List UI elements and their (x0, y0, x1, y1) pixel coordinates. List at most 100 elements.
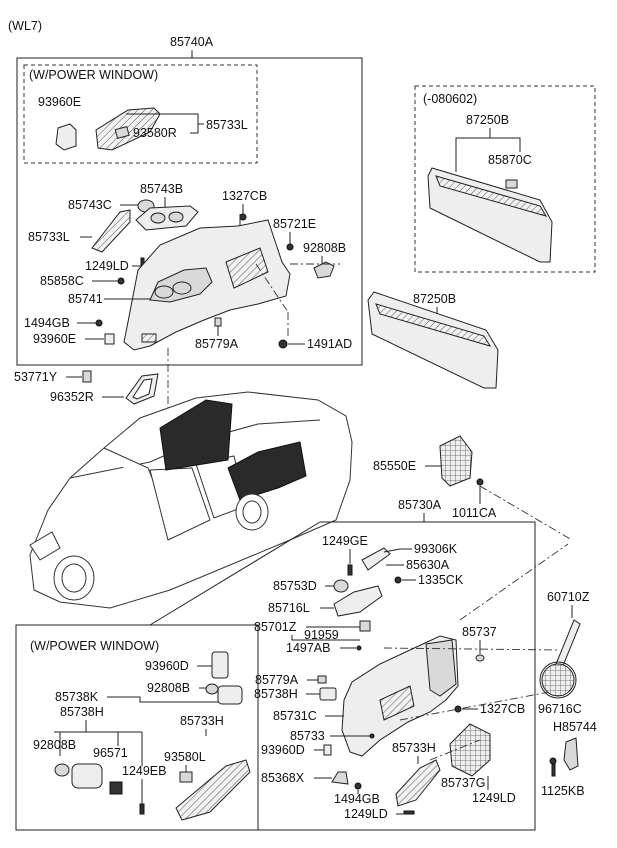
label-92808B-upper[interactable]: 92808B (303, 241, 346, 255)
label-85731C[interactable]: 85731C (273, 709, 317, 723)
label-96352R[interactable]: 96352R (50, 390, 94, 404)
label-1249LD-lower[interactable]: 1249LD (344, 807, 388, 821)
label-1494GB-upper[interactable]: 1494GB (24, 316, 70, 330)
label-85737G[interactable]: 85737G (441, 776, 485, 790)
label-85733L[interactable]: 85733L (28, 230, 70, 244)
label-1491AD[interactable]: 1491AD (307, 337, 352, 351)
part-1497AB-clip (356, 645, 362, 651)
part-85737G-speaker-cover (449, 723, 491, 777)
label-93580R[interactable]: 93580R (133, 126, 177, 140)
label-H85744[interactable]: H85744 (553, 720, 597, 734)
label-85741[interactable]: 85741 (68, 292, 103, 306)
label-85738H-pw[interactable]: 85738H (60, 705, 104, 719)
label-85730A[interactable]: 85730A (398, 498, 442, 512)
label-1497AB[interactable]: 1497AB (286, 641, 330, 655)
label-53771Y[interactable]: 53771Y (14, 370, 58, 384)
date-box-title: (-080602) (423, 92, 477, 106)
upper-power-window-box (23, 64, 258, 164)
part-1491AD-nut (278, 339, 288, 349)
label-85753D[interactable]: 85753D (273, 579, 317, 593)
label-1249LD-upper[interactable]: 1249LD (85, 259, 129, 273)
label-85779A-lower[interactable]: 85779A (255, 673, 299, 687)
label-85740A[interactable]: 85740A (170, 35, 214, 49)
part-1494GB-fastener (95, 319, 103, 327)
label-99306K[interactable]: 99306K (414, 542, 458, 556)
part-85738K-lamp (217, 685, 243, 705)
part-1335CK-screw (394, 576, 402, 584)
label-1011CA[interactable]: 1011CA (452, 506, 497, 520)
label-1249EB[interactable]: 1249EB (122, 764, 166, 778)
part-85753D-cup (333, 579, 349, 593)
label-87250B-date[interactable]: 87250B (466, 113, 509, 127)
part-1011CA-bolt (476, 478, 484, 486)
part-1249GE-bolt (347, 564, 353, 576)
part-H85744-bracket (563, 737, 579, 771)
label-85716L[interactable]: 85716L (268, 601, 310, 615)
label-85733[interactable]: 85733 (290, 729, 325, 743)
part-85550E-grille (439, 435, 473, 487)
label-85870C[interactable]: 85870C (488, 153, 532, 167)
upper-assembly-frame (16, 57, 363, 366)
part-53771Y-clip (82, 370, 92, 383)
label-85858C[interactable]: 85858C (40, 274, 84, 288)
label-85630A[interactable]: 85630A (406, 558, 450, 572)
part-99306K-handle (361, 547, 391, 571)
label-60710Z[interactable]: 60710Z (547, 590, 590, 604)
label-85779A-upper[interactable]: 85779A (195, 337, 239, 351)
part-85733H-pw-panel (175, 759, 251, 821)
label-91959[interactable]: 91959 (304, 628, 339, 642)
part-85743B-cover (135, 205, 199, 231)
label-1494GB-lower[interactable]: 1494GB (334, 792, 380, 806)
label-85743C[interactable]: 85743C (68, 198, 112, 212)
label-85550E[interactable]: 85550E (373, 459, 416, 473)
lower-power-window-box (15, 624, 259, 831)
part-1249EB-screw (139, 803, 145, 815)
label-1327CB-upper[interactable]: 1327CB (222, 189, 267, 203)
part-1494GB-lower (354, 782, 362, 790)
label-85738K[interactable]: 85738K (55, 690, 99, 704)
label-85721E[interactable]: 85721E (273, 217, 316, 231)
part-92808B-pw2-hook (54, 763, 70, 777)
model-code: (WL7) (8, 19, 42, 33)
part-85779A-lower-clip (317, 675, 327, 684)
label-1125KB[interactable]: 1125KB (541, 784, 585, 798)
label-85733H-pw[interactable]: 85733H (180, 714, 224, 728)
label-85738H-lower[interactable]: 85738H (254, 687, 298, 701)
label-1327CB-lower[interactable]: 1327CB (480, 702, 525, 716)
part-96716C-speaker (541, 663, 575, 697)
label-85701Z[interactable]: 85701Z (254, 620, 297, 634)
part-85858C-clip (117, 277, 125, 285)
label-87250B[interactable]: 87250B (413, 292, 456, 306)
label-93960D-pw[interactable]: 93960D (145, 659, 189, 673)
label-1335CK[interactable]: 1335CK (418, 573, 464, 587)
part-85733H-trim (395, 759, 441, 807)
label-85733H-lower[interactable]: 85733H (392, 741, 436, 755)
label-96571[interactable]: 96571 (93, 746, 128, 760)
label-85368X[interactable]: 85368X (261, 771, 305, 785)
label-92808B-pw2[interactable]: 92808B (33, 738, 76, 752)
label-1249GE[interactable]: 1249GE (322, 534, 368, 548)
part-93580L-switch (179, 771, 193, 783)
part-96571-socket (109, 781, 123, 795)
label-85733L-pw[interactable]: 85733L (206, 118, 248, 132)
part-93960E-plug (104, 333, 115, 345)
label-93960D-lower[interactable]: 93960D (261, 743, 305, 757)
label-93960E-pw[interactable]: 93960E (38, 95, 81, 109)
label-85743B[interactable]: 85743B (140, 182, 183, 196)
part-93960D-pw-plug (211, 651, 229, 679)
part-85738H-pw-lamp (71, 763, 103, 789)
lower-assembly-frame (220, 521, 536, 831)
part-85738H-lower (319, 687, 337, 701)
label-96716C[interactable]: 96716C (538, 702, 582, 716)
label-85737[interactable]: 85737 (462, 625, 497, 639)
part-1327CB-bolt (239, 213, 247, 221)
part-93960E-pw-cover (55, 123, 77, 151)
part-85870C-cap (505, 179, 518, 189)
label-93580L[interactable]: 93580L (164, 750, 206, 764)
label-93960E[interactable]: 93960E (33, 332, 76, 346)
label-92808B-pw[interactable]: 92808B (147, 681, 190, 695)
part-85701Z-molding (359, 620, 371, 632)
label-1249LD-right[interactable]: 1249LD (472, 791, 516, 805)
upper-power-window-title: (W/POWER WINDOW) (29, 68, 158, 82)
